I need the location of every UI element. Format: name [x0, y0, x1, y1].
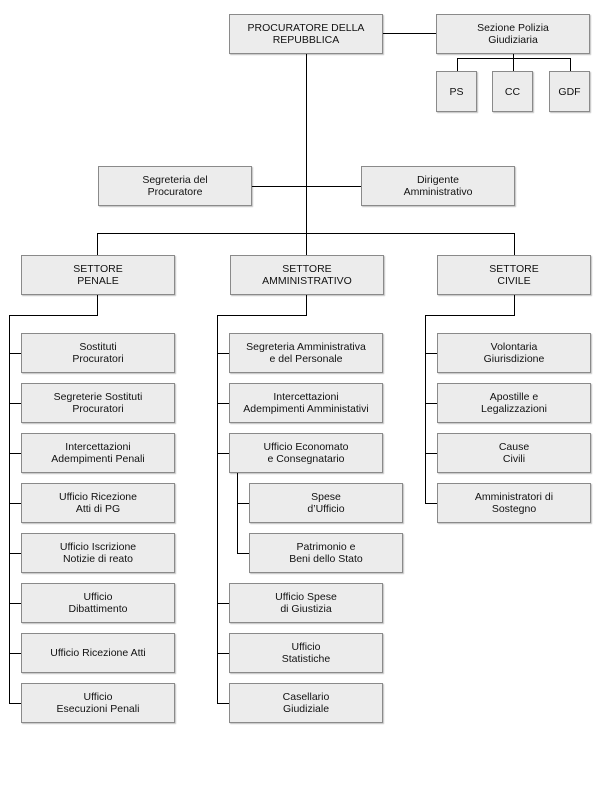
economato-item: Spese d’Ufficio [249, 483, 403, 523]
settore-civile-box: SETTORE CIVILE [437, 255, 591, 295]
amministrativo-item: Segreteria Amministrativa e del Personal… [229, 333, 383, 373]
ps-box: PS [436, 71, 477, 112]
civile-item: Amministratori di Sostegno [437, 483, 591, 523]
settore-penale-box: SETTORE PENALE [21, 255, 175, 295]
civile-item: Volontaria Giurisdizione [437, 333, 591, 373]
amministrativo-item: Ufficio Economato e Consegnatario [229, 433, 383, 473]
penale-item: Ufficio Dibattimento [21, 583, 175, 623]
procuratore-box: PROCURATORE DELLA REPUBBLICA [229, 14, 383, 54]
settore-amministrativo-box: SETTORE AMMINISTRATIVO [230, 255, 384, 295]
penale-item: Ufficio Esecuzioni Penali [21, 683, 175, 723]
economato-item: Patrimonio e Beni dello Stato [249, 533, 403, 573]
penale-item: Intercettazioni Adempimenti Penali [21, 433, 175, 473]
dirigente-amministrativo-box: Dirigente Amministrativo [361, 166, 515, 206]
amministrativo-item: Intercettazioni Adempimenti Amministativ… [229, 383, 383, 423]
cc-box: CC [492, 71, 533, 112]
penale-item: Segreterie Sostituti Procuratori [21, 383, 175, 423]
penale-item: Ufficio Ricezione Atti di PG [21, 483, 175, 523]
penale-item: Sostituti Procuratori [21, 333, 175, 373]
amministrativo-item: Ufficio Spese di Giustizia [229, 583, 383, 623]
civile-item: Apostille e Legalizzazioni [437, 383, 591, 423]
penale-item: Ufficio Ricezione Atti [21, 633, 175, 673]
amministrativo-item: Ufficio Statistiche [229, 633, 383, 673]
polizia-giudiziaria-box: Sezione Polizia Giudiziaria [436, 14, 590, 54]
amministrativo-item: Casellario Giudiziale [229, 683, 383, 723]
gdf-box: GDF [549, 71, 590, 112]
penale-item: Ufficio Iscrizione Notizie di reato [21, 533, 175, 573]
segreteria-procuratore-box: Segreteria del Procuratore [98, 166, 252, 206]
civile-item: Cause Civili [437, 433, 591, 473]
